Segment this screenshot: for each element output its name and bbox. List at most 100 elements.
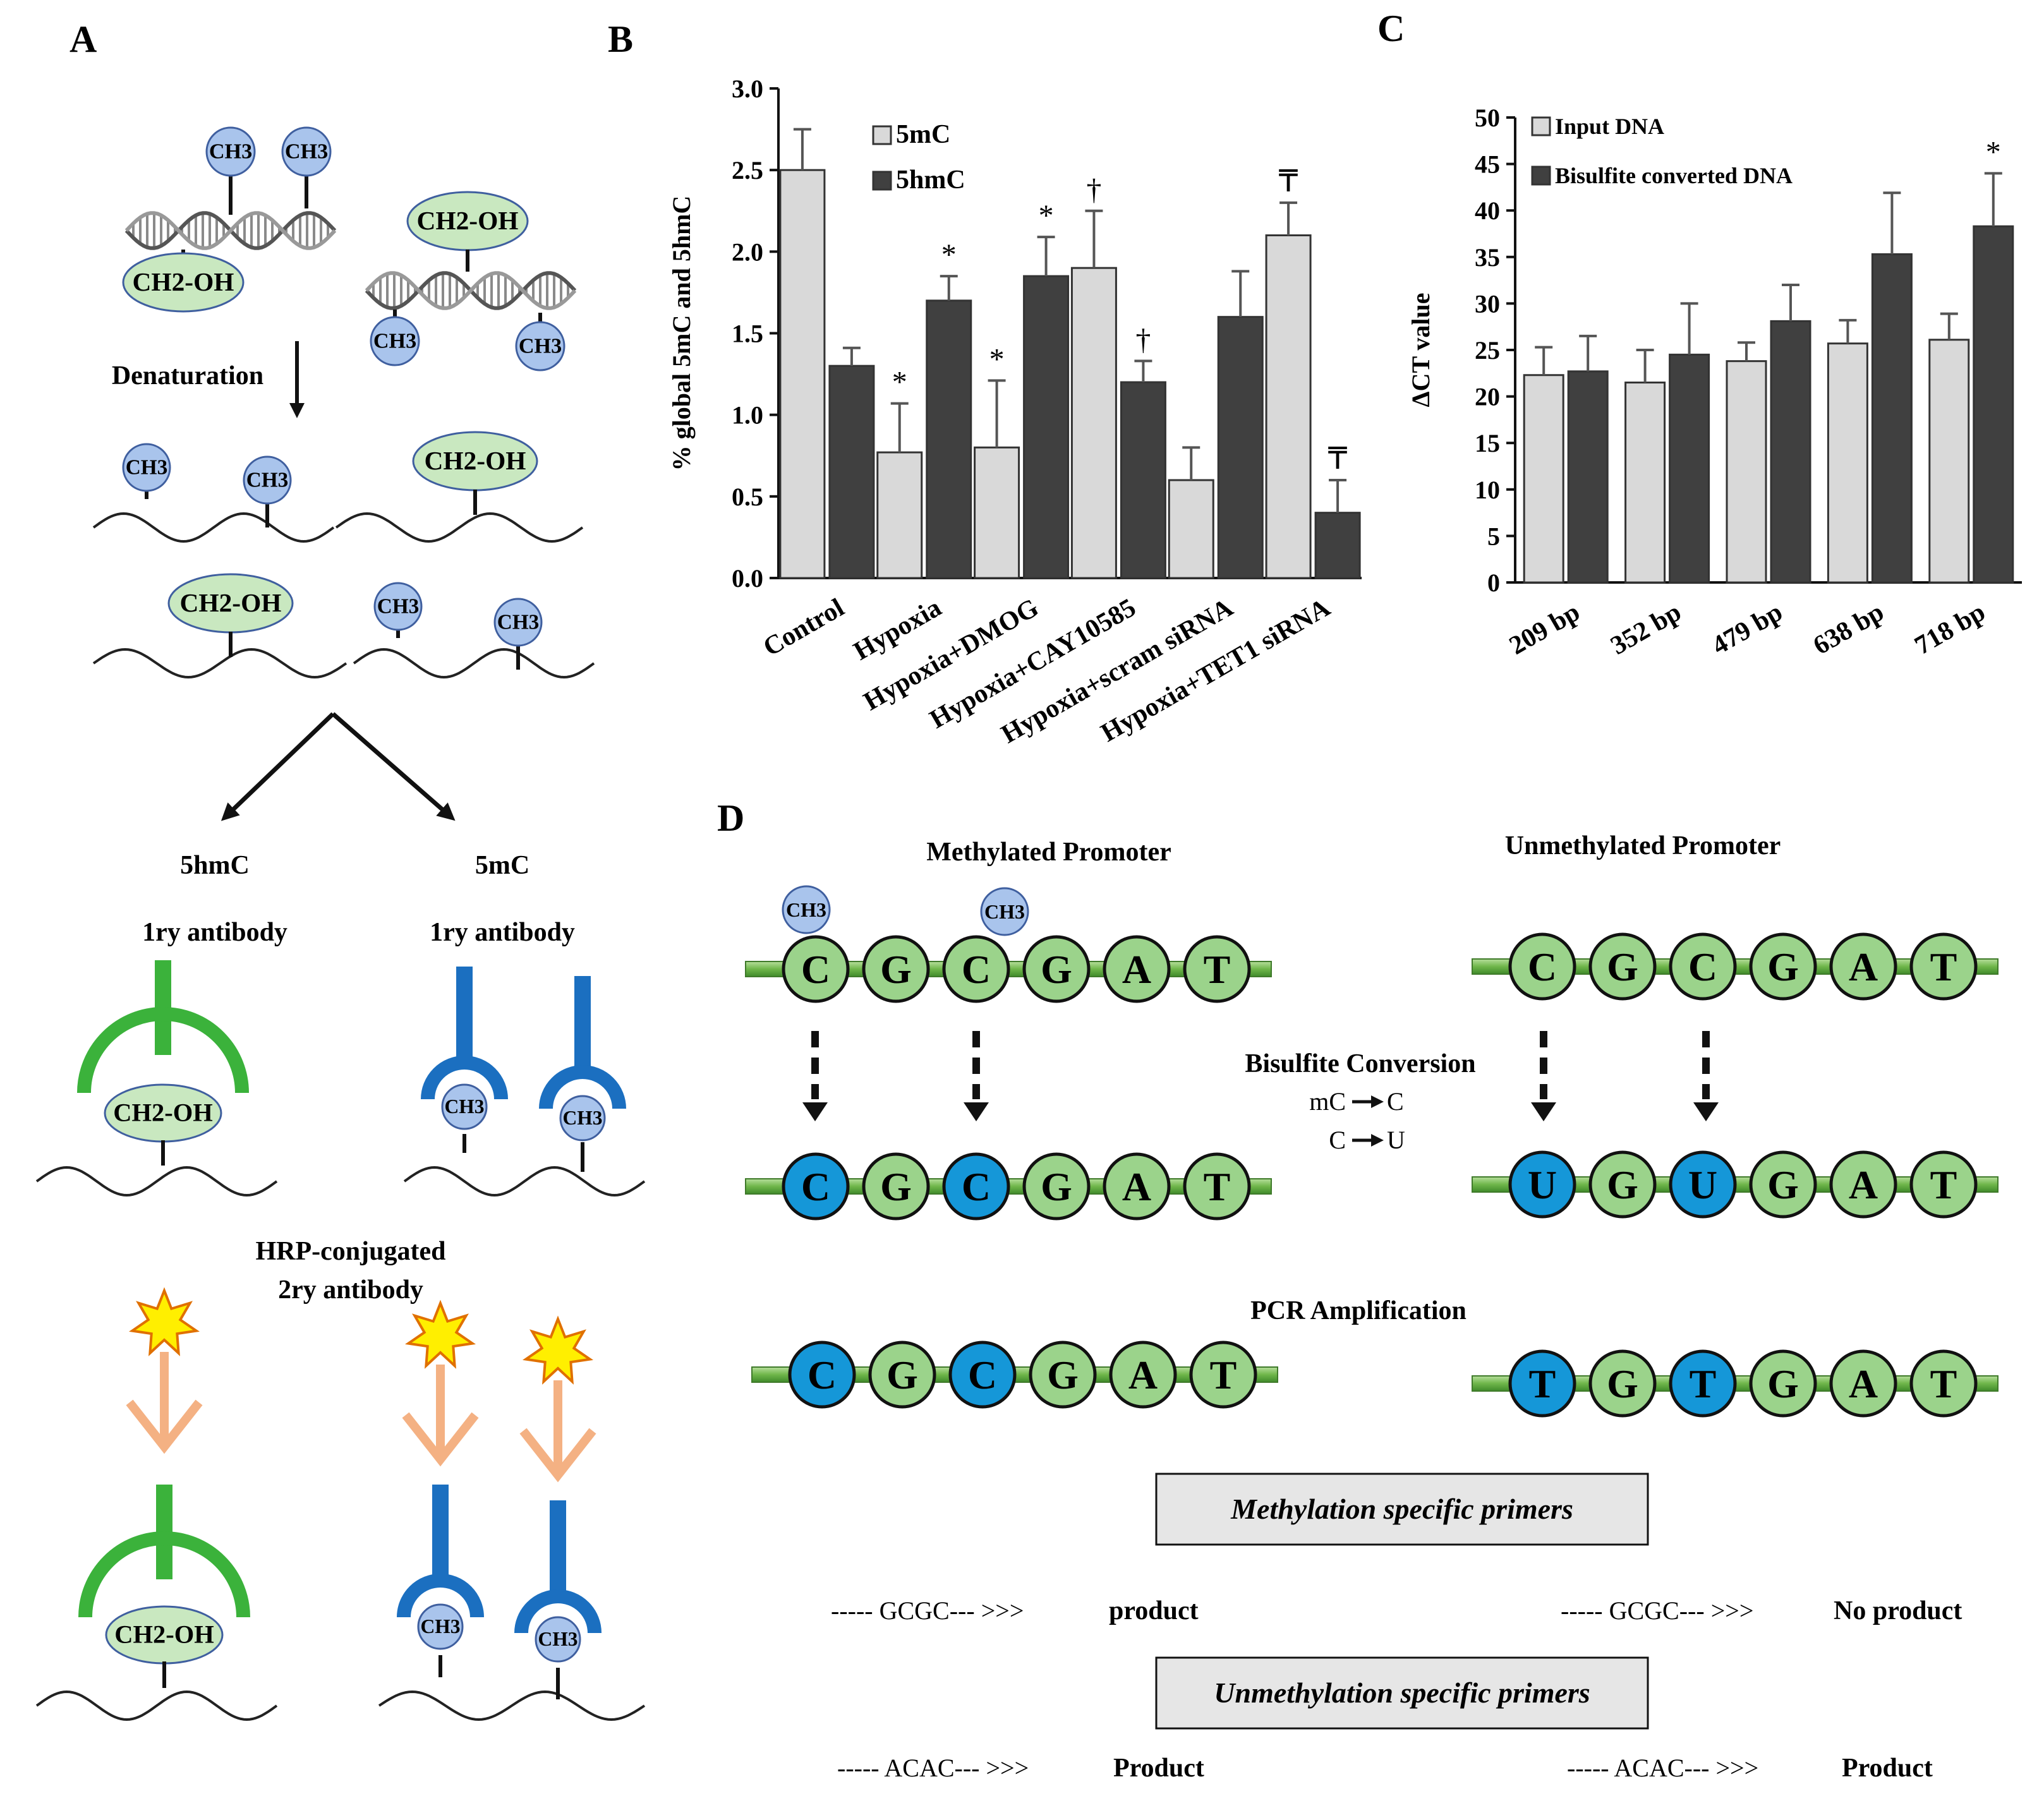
y-tick-label: 1.0 [732,401,763,430]
ch3-bubble-shape [493,598,543,647]
msp-box-label: Methylation specific primers [1230,1493,1573,1525]
label-5mc: 5mC [475,851,529,880]
dna-helix-icon [124,211,337,250]
ch3-bubble: CH3 [535,1616,581,1663]
conversion-1-to: C [1387,1087,1404,1116]
ssdna-strand [353,648,595,679]
nucleotide-node [1829,1150,1897,1219]
methylated-promoter-title: Methylated Promoter [926,838,1171,867]
bar [1567,370,1609,584]
nucleotide-letter: A [1128,1353,1158,1397]
ch3-bubble: CH3 [281,126,332,177]
nucleotide-node [942,1152,1010,1220]
ch3-bubble-shape [535,1616,581,1663]
x-tick-label: 638 bp [1808,598,1889,661]
ch2oh-bubble-shape [122,252,245,313]
bar [1265,234,1312,579]
nucleotide-letter: C [1688,944,1717,989]
nucleotide-node [782,935,850,1003]
legend-label: 5hmC [896,166,965,195]
msp-left-result: product [1109,1596,1199,1625]
antibody-icon [397,1485,484,1618]
bar [1070,267,1117,579]
conversion-1-from: mC [1309,1087,1346,1116]
label-5hmc: 5hmC [180,851,250,880]
y-tick-label: 1.5 [732,320,763,348]
panel-label-c: C [1377,8,1405,49]
nucleotide-letter: A [1849,1162,1878,1207]
ch2oh-bubble-label: CH2-OH [113,1099,213,1127]
ch3-bubble: CH3 [243,455,292,505]
ch3-bubble-label: CH3 [984,900,1025,923]
legend-swatch [1531,116,1551,136]
nucleotide-node [1829,1349,1897,1418]
ssdna-strand [403,1166,646,1197]
ch3-bubble-shape [417,1603,464,1650]
nucleotide-letter: G [1767,1162,1799,1207]
significance-mark: * [1986,135,2001,169]
ch3-bubble-label: CH3 [126,455,168,479]
nucleotide-node [1183,935,1251,1003]
y-tick-label: 10 [1475,476,1500,504]
ch3-bubble-label: CH3 [497,610,540,634]
nucleotide-node [1022,935,1091,1003]
y-tick-label: 0 [1487,569,1500,597]
ch2oh-bubble-label: CH2-OH [425,446,526,475]
y-tick-label: 35 [1475,243,1500,272]
bar [876,451,923,579]
nucleotide-node [1189,1341,1257,1409]
primary-antibody-label-left: 1ry antibody [142,918,287,947]
bar [1523,374,1564,584]
nucleotide-letter: T [1204,947,1231,992]
nucleotide-letter: G [1607,944,1638,989]
bar [926,299,972,579]
hrp-star-icon [128,1287,200,1356]
ch3-bubble-label: CH3 [519,335,562,358]
bar [1726,360,1767,584]
ch3-bubble-shape [122,443,171,492]
strand [124,211,337,250]
nucleotide-node [1508,1349,1576,1418]
ch3-bubble: CH3 [515,321,565,371]
nucleotide-letter: T [1690,1361,1717,1406]
secondary-antibody-icon [126,1287,203,1454]
nucleotide-letter: C [962,947,991,992]
antibody-stem [456,967,473,1061]
ssdna-strand [335,512,584,543]
ch3-bubble: CH3 [441,1083,488,1130]
ch3-bubble-label: CH3 [209,140,252,164]
bisulfite-title: Bisulfite Conversion [1245,1049,1475,1078]
conversion-2-to: U [1387,1126,1405,1154]
significance-mark: * [941,238,957,272]
ch3-bubble-shape [559,1095,606,1142]
antibody-icon [539,976,626,1109]
ch2oh-bubble: CH2-OH [122,252,245,313]
bar [1120,381,1166,579]
hrp-label-line2: 2ry antibody [278,1275,423,1305]
nucleotide-letter: T [1930,1162,1957,1207]
ch3-bubble: CH3 [373,582,423,631]
y-tick-label: 0.0 [732,564,763,593]
y-tick-label: 25 [1475,336,1500,365]
bar [1023,275,1070,579]
nucleotide-node [1829,932,1897,1001]
significance-mark: † [1086,173,1101,207]
usp-box-label: Unmethylation specific primers [1214,1677,1590,1709]
unmethylated-promoter-title: Unmethylated Promoter [1505,831,1781,860]
ssdna-strand [35,1690,278,1721]
y-tick-label: 40 [1475,196,1500,225]
nucleotide-letter: A [1122,1164,1151,1209]
dashed-arrow-head-icon [802,1102,828,1121]
y-axis-label: ΔCT value [1406,292,1435,407]
nucleotide-letter: T [1210,1353,1237,1397]
y-tick-label: 15 [1475,429,1500,457]
hrp-label-line1: HRP-conjugated [256,1237,446,1266]
antibody-stem [574,976,591,1071]
ch2oh-bubble-label: CH2-OH [133,267,234,296]
nucleotide-node [1029,1341,1097,1409]
panel-label-b: B [608,18,633,60]
